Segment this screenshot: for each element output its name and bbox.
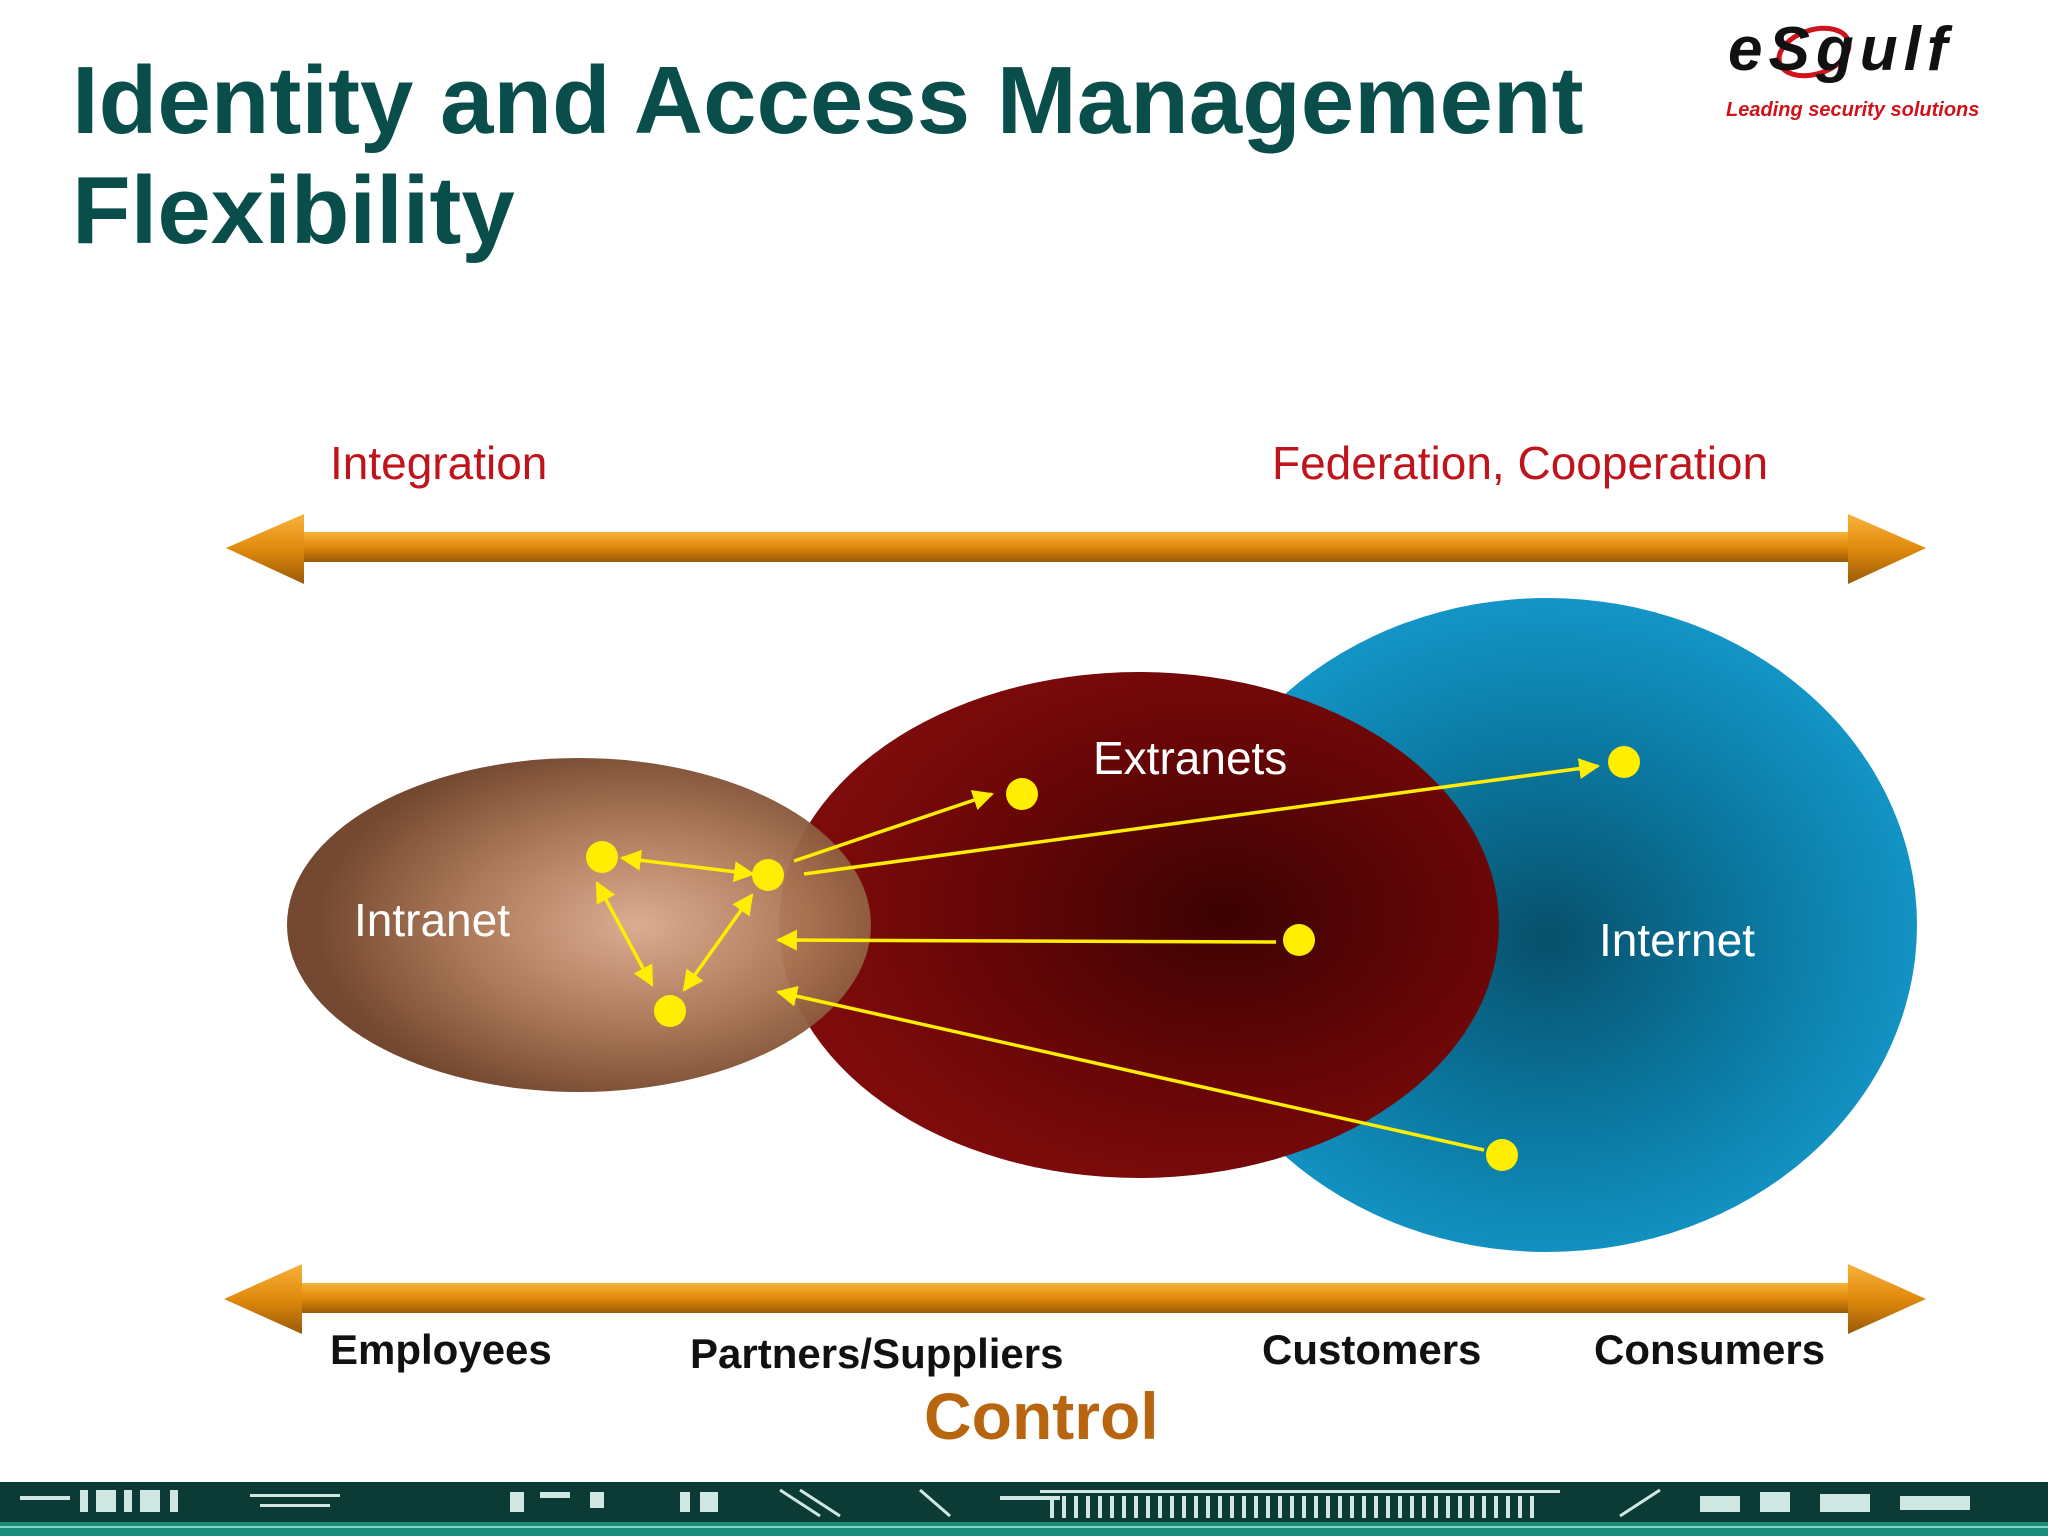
svg-text:eSgulf: eSgulf — [1728, 15, 1953, 84]
slide-title-line-1: Identity and Access Management — [72, 47, 1584, 154]
connection-arrow — [775, 929, 1277, 951]
connection-arrow — [595, 881, 654, 987]
connection-arrow — [793, 790, 994, 863]
slide-title: Identity and Access Management Flexibili… — [72, 46, 1584, 266]
identity-nodes — [586, 746, 1640, 1171]
intranet-label: Intranet — [354, 894, 510, 946]
partners-suppliers-label: Partners/Suppliers — [690, 1330, 1064, 1377]
consumers-label: Consumers — [1594, 1326, 1826, 1373]
node-dot — [1006, 778, 1038, 810]
control-arrow — [224, 1264, 1926, 1334]
node-dot — [1283, 924, 1315, 956]
node-dot — [654, 995, 686, 1027]
internet-label: Internet — [1599, 914, 1755, 966]
node-dot — [1608, 746, 1640, 778]
trust-connections — [595, 758, 1601, 1152]
federation-label: Federation, Cooperation — [1272, 437, 1769, 489]
customers-label: Customers — [1262, 1326, 1482, 1373]
connection-arrow — [619, 849, 756, 883]
svg-text:Leading security solutions: Leading security solutions — [1726, 99, 1979, 121]
extranets-label: Extranets — [1093, 732, 1287, 784]
esgulf-logo: eSgulf Leading security solutions — [1726, 15, 1979, 121]
employees-label: Employees — [330, 1326, 552, 1373]
slide-title-line-2: Flexibility — [72, 157, 515, 264]
connection-arrow — [682, 893, 754, 992]
node-dot — [1486, 1139, 1518, 1171]
connection-arrow — [775, 985, 1485, 1152]
node-dot — [586, 841, 618, 873]
integration-label: Integration — [330, 437, 548, 489]
integration-federation-arrow — [226, 514, 1926, 584]
extranets-zone — [779, 672, 1499, 1178]
intranet-zone — [287, 758, 871, 1092]
circuit-board-strip — [0, 1482, 2048, 1536]
control-label: Control — [924, 1379, 1159, 1453]
connection-arrow — [803, 758, 1601, 876]
node-dot — [752, 859, 784, 891]
